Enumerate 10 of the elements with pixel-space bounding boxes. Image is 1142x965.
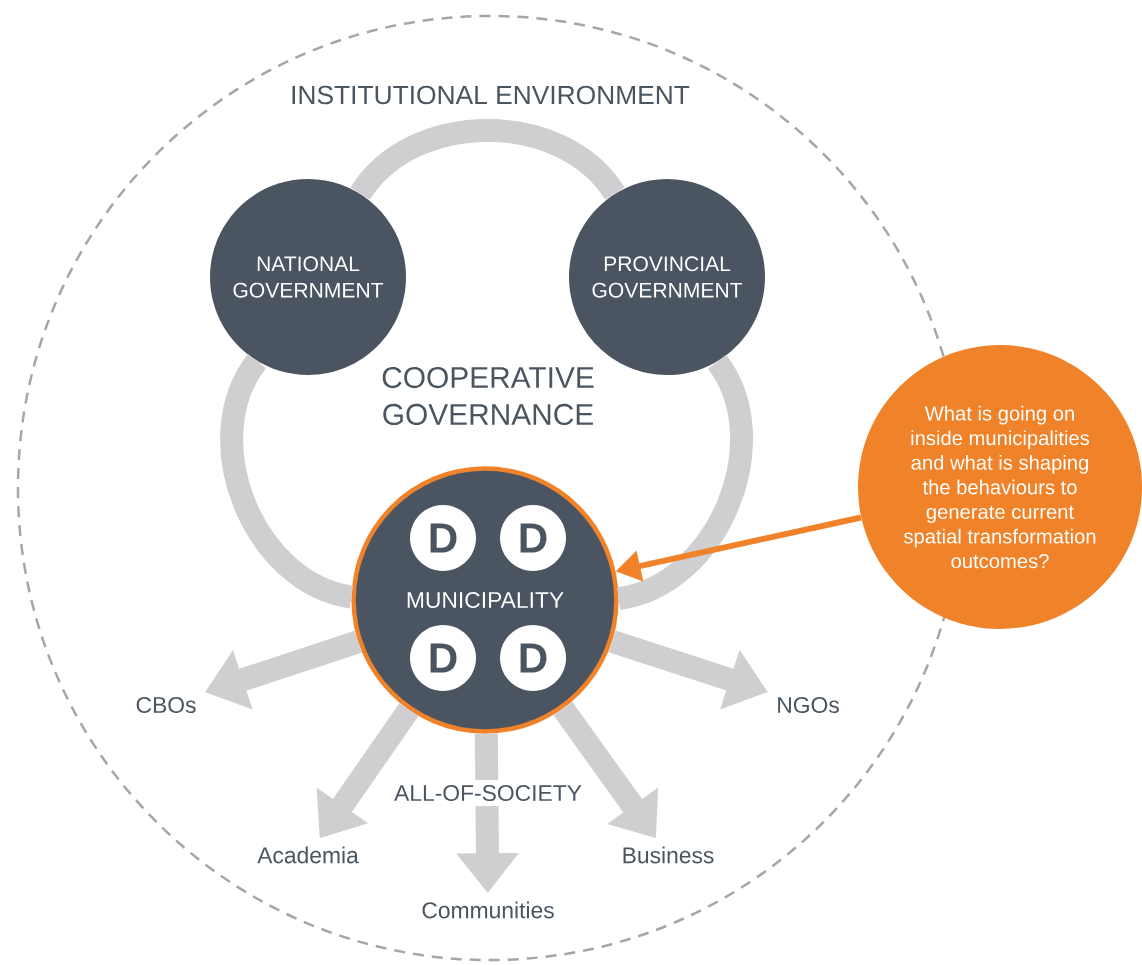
stakeholder-label: Communities xyxy=(422,901,554,919)
stakeholder-label: Business xyxy=(623,846,714,864)
ring-title: INSTITUTIONAL ENVIRONMENT xyxy=(292,85,690,105)
center-label: ALL-OF-SOCIETY xyxy=(389,779,587,807)
stakeholder-label: NGOs xyxy=(778,696,839,714)
ring-arc xyxy=(615,355,753,610)
ring-arc xyxy=(220,354,355,609)
stakeholder-label: Academia xyxy=(257,846,359,864)
ring-arc xyxy=(351,119,624,201)
stakeholder-label: CBOs xyxy=(136,696,196,714)
